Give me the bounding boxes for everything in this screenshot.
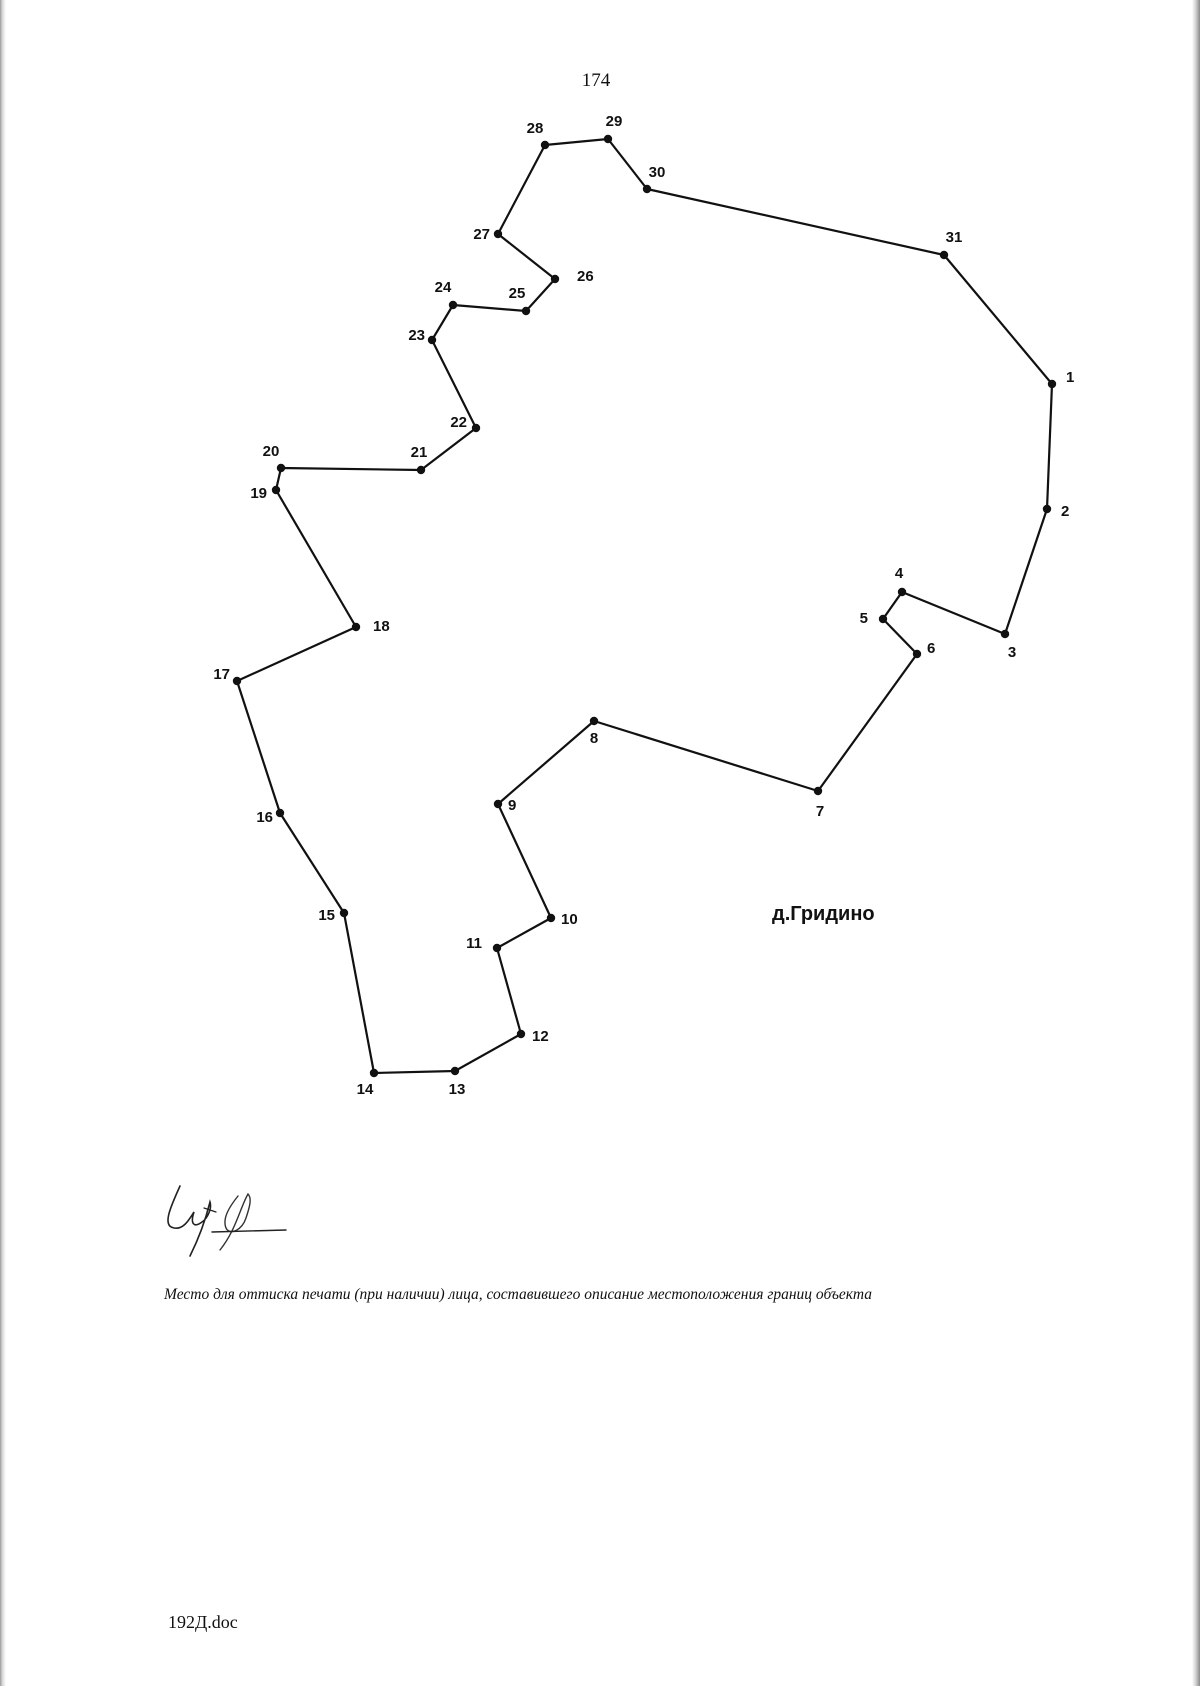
- vertex-label-12: 12: [532, 1028, 549, 1045]
- vertex-point-5: [878, 614, 888, 624]
- scan-edge-left: [0, 0, 6, 1686]
- vertex-point-3: [1000, 629, 1010, 639]
- vertex-label-20: 20: [263, 443, 280, 460]
- vertex-point-11: [492, 943, 502, 953]
- vertex-point-4: [897, 587, 907, 597]
- vertex-label-10: 10: [561, 911, 578, 928]
- vertex-label-13: 13: [449, 1081, 466, 1098]
- vertex-point-16: [275, 808, 285, 818]
- vertex-point-25: [521, 306, 531, 316]
- vertex-point-23: [427, 335, 437, 345]
- vertex-label-4: 4: [895, 565, 904, 582]
- vertex-point-27: [493, 229, 503, 239]
- boundary-line: [235, 137, 1054, 1075]
- vertex-point-10: [546, 913, 556, 923]
- vertex-label-16: 16: [256, 809, 273, 826]
- vertex-point-21: [416, 465, 426, 475]
- vertex-label-25: 25: [509, 285, 526, 302]
- vertex-point-2: [1042, 504, 1052, 514]
- vertex-point-22: [471, 423, 481, 433]
- vertex-point-31: [939, 250, 949, 260]
- vertex-label-24: 24: [435, 279, 452, 296]
- vertex-point-26: [550, 274, 560, 284]
- vertex-label-17: 17: [213, 666, 230, 683]
- vertex-label-21: 21: [411, 444, 428, 461]
- vertex-point-6: [912, 649, 922, 659]
- vertex-point-15: [339, 908, 349, 918]
- vertex-point-1: [1047, 379, 1057, 389]
- vertex-label-14: 14: [357, 1081, 374, 1098]
- vertex-point-28: [540, 140, 550, 150]
- settlement-label: д.Гридино: [772, 903, 875, 925]
- vertex-label-23: 23: [408, 327, 425, 344]
- vertex-label-11: 11: [466, 935, 482, 952]
- vertex-label-7: 7: [816, 803, 824, 820]
- vertex-point-9: [493, 799, 503, 809]
- vertex-point-12: [516, 1029, 526, 1039]
- vertex-point-17: [232, 676, 242, 686]
- vertex-label-27: 27: [473, 226, 490, 243]
- vertex-label-22: 22: [450, 414, 467, 431]
- vertex-point-30: [642, 184, 652, 194]
- vertex-label-9: 9: [508, 797, 516, 814]
- vertex-label-6: 6: [927, 640, 935, 657]
- vertex-point-8: [589, 716, 599, 726]
- vertex-point-24: [448, 300, 458, 310]
- vertex-label-28: 28: [527, 120, 544, 137]
- vertex-label-30: 30: [649, 164, 666, 181]
- vertex-label-19: 19: [250, 485, 267, 502]
- vertex-point-14: [369, 1068, 379, 1078]
- signature: [167, 1185, 287, 1257]
- vertex-points: [232, 134, 1057, 1078]
- vertex-label-2: 2: [1061, 503, 1069, 520]
- vertex-label-8: 8: [590, 730, 598, 747]
- vertex-label-3: 3: [1008, 644, 1016, 661]
- vertex-point-13: [450, 1066, 460, 1076]
- vertex-label-1: 1: [1066, 369, 1074, 386]
- vertex-label-31: 31: [946, 229, 963, 246]
- vertex-label-5: 5: [860, 610, 868, 627]
- stamp-caption: Место для оттиска печати (при наличии) л…: [164, 1286, 872, 1303]
- vertex-label-26: 26: [577, 268, 594, 285]
- page-number: 174: [581, 70, 611, 91]
- vertex-label-15: 15: [318, 907, 335, 924]
- vertex-label-29: 29: [606, 113, 623, 130]
- vertex-point-7: [813, 786, 823, 796]
- vertex-point-18: [351, 622, 361, 632]
- vertex-label-18: 18: [373, 618, 390, 635]
- vertex-point-19: [271, 485, 281, 495]
- scan-edge-right: [1192, 0, 1200, 1686]
- file-name: 192Д.doc: [168, 1612, 238, 1632]
- vertex-point-20: [276, 463, 286, 473]
- vertex-point-29: [603, 134, 613, 144]
